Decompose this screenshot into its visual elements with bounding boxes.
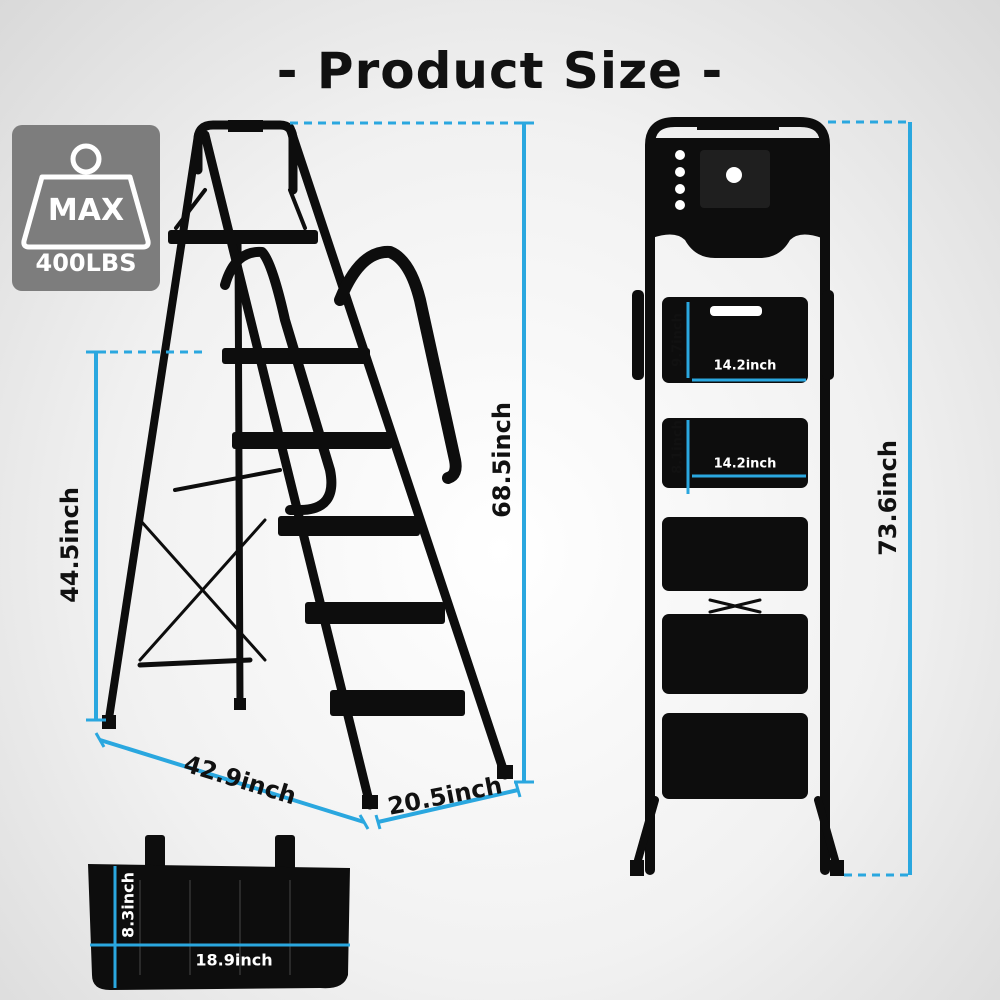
- front-view-ladder: [630, 117, 844, 876]
- second-step-depth-label: 8.1inch: [670, 420, 686, 474]
- total-height-label: 73.6inch: [874, 440, 902, 556]
- bag-height-label: 8.3inch: [118, 871, 138, 939]
- page-title: - Product Size -: [276, 42, 724, 100]
- max-load-badge: MAX 400LBS: [12, 125, 160, 291]
- top-step-width-label: 14.2inch: [713, 358, 777, 374]
- top-step-depth-label: 9.7inch: [670, 313, 686, 367]
- dim-line-20-5: [377, 788, 519, 824]
- badge-max-label: MAX: [47, 193, 125, 228]
- weight-icon: [21, 143, 151, 250]
- side-view-ladder: [102, 120, 513, 810]
- bag-width-label: 18.9inch: [195, 950, 273, 970]
- height-front-label: 44.5inch: [56, 487, 84, 603]
- badge-weight-label: 400LBS: [35, 249, 137, 277]
- tool-bag: [88, 835, 350, 990]
- dim-line-42-9: [99, 738, 365, 824]
- second-step-width-label: 14.2inch: [713, 456, 777, 472]
- height-side-label: 68.5inch: [488, 402, 516, 518]
